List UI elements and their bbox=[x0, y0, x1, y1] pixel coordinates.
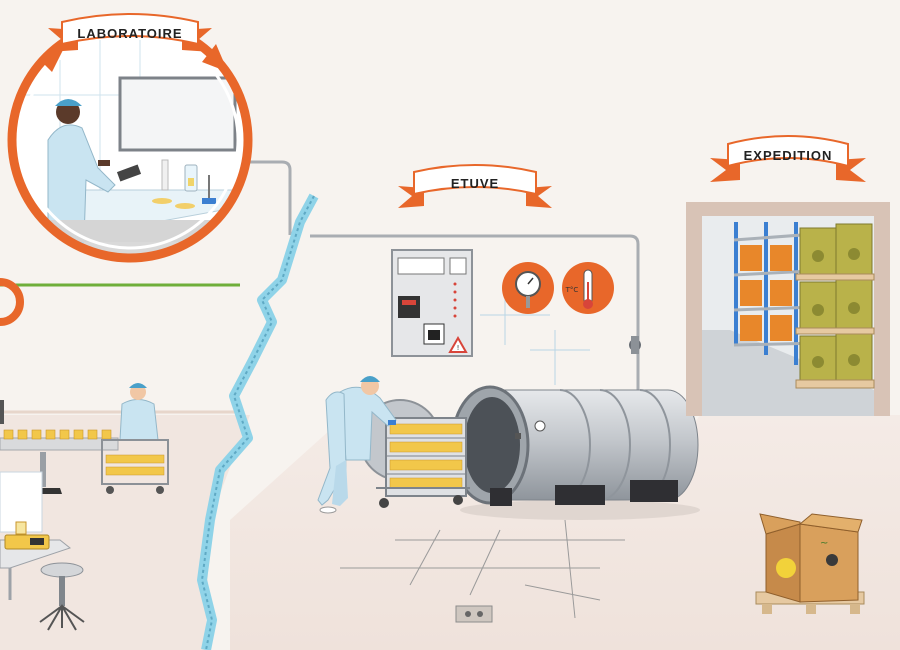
orange-edge-marker bbox=[0, 278, 24, 326]
shipping-box: ~ bbox=[755, 513, 865, 614]
lab-stirrer bbox=[202, 198, 216, 204]
thermometer-icon: T°C bbox=[562, 262, 614, 314]
lab-medallion bbox=[7, 17, 253, 263]
hairnet bbox=[360, 376, 380, 382]
lab-instrument bbox=[116, 164, 142, 182]
edge-post bbox=[0, 400, 4, 424]
production-worker bbox=[119, 383, 159, 441]
expedition-doorway bbox=[686, 202, 890, 416]
product-trolley-left bbox=[101, 439, 169, 494]
cans-trolley bbox=[376, 417, 470, 508]
warning-triangle-icon bbox=[448, 335, 468, 353]
banner-laboratoire: LABORATOIRE bbox=[48, 13, 212, 52]
lab-whiteboard bbox=[118, 76, 237, 152]
svg-text:!: ! bbox=[457, 344, 460, 352]
hairnet bbox=[55, 99, 82, 106]
lab-stool bbox=[39, 562, 85, 631]
petri-dish bbox=[175, 203, 195, 209]
pressure-gauge-icon bbox=[502, 262, 554, 314]
control-panel: ! bbox=[391, 249, 473, 357]
etuve-worker bbox=[317, 376, 397, 514]
storage-rack bbox=[734, 222, 798, 365]
label-etuve: ETUVE bbox=[451, 176, 499, 191]
label-expedition: EXPEDITION bbox=[744, 148, 833, 163]
autoclave-tank bbox=[450, 385, 700, 520]
banner-expedition: EXPEDITION bbox=[710, 135, 866, 182]
petri-dish bbox=[152, 198, 172, 204]
controller-display[interactable] bbox=[398, 296, 420, 318]
pipe-valve-body bbox=[631, 336, 639, 354]
pallet-boxes bbox=[795, 223, 875, 389]
label-laboratoire: LABORATOIRE bbox=[77, 26, 182, 41]
floor-markings bbox=[340, 519, 625, 619]
pipes bbox=[250, 160, 640, 400]
weighing-station bbox=[0, 471, 72, 600]
svg-text:~: ~ bbox=[820, 538, 828, 549]
banner-etuve: ETUVE bbox=[398, 164, 552, 208]
thermo-unit-label: T°C bbox=[565, 286, 579, 294]
tank-support bbox=[555, 485, 605, 505]
floor-drain bbox=[455, 605, 493, 623]
tank-support bbox=[630, 480, 678, 502]
